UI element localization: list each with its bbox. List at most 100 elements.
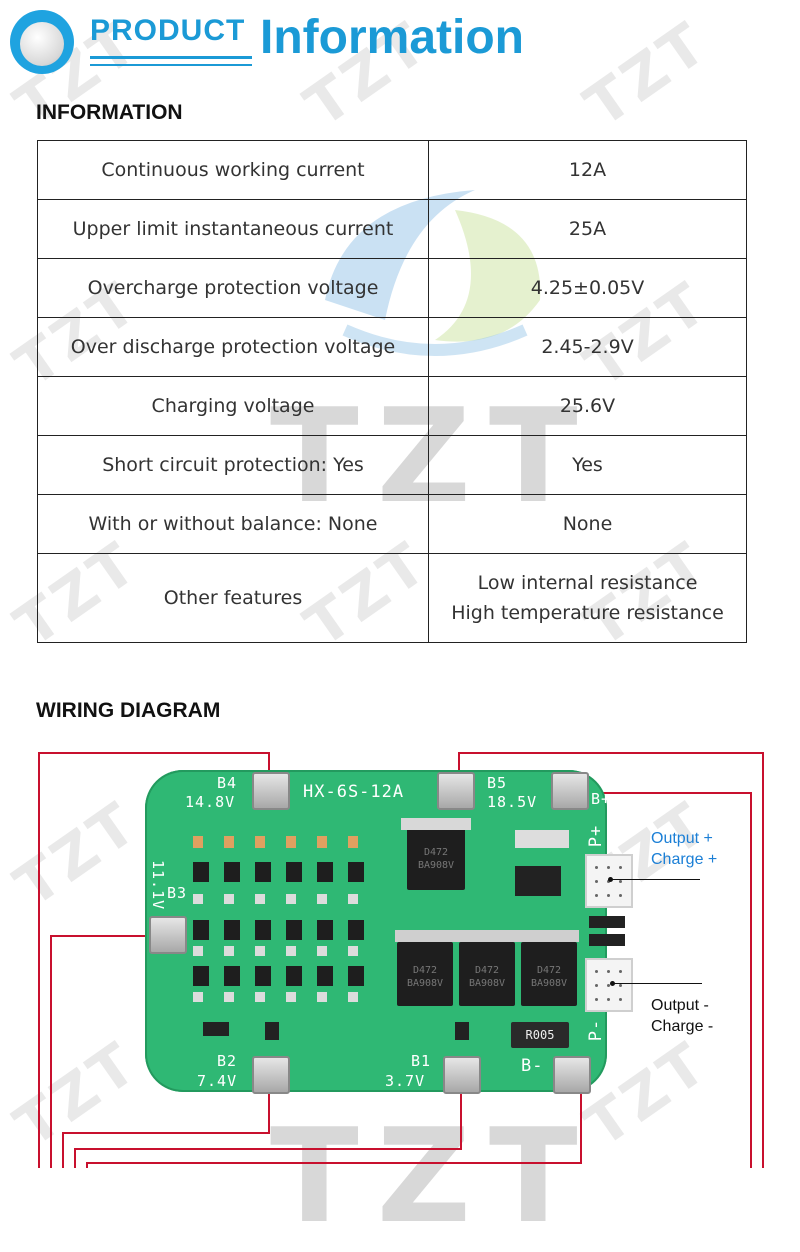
spec-label: Overcharge protection voltage <box>37 258 429 318</box>
wire-b-minus <box>580 1074 582 1164</box>
component-row <box>193 992 379 1002</box>
spec-value: Yes <box>428 435 747 495</box>
bms-pcb-board: HX-6S-12A B4 14.8V B5 18.5V B+ B3 11.1V … <box>145 770 633 1094</box>
table-row: Short circuit protection: Yes Yes <box>37 435 747 495</box>
charge-minus-line: Charge - <box>651 1018 714 1035</box>
tab-mosfet-row <box>395 930 579 942</box>
output-plus-label: Output + Charge + <box>651 828 717 870</box>
wire-b5 <box>458 752 460 786</box>
component-row <box>193 894 379 904</box>
table-row: Continuous working current 12A <box>37 140 747 200</box>
wire-b-plus <box>578 792 752 794</box>
mosfet-3: D472 BA908V <box>521 942 577 1006</box>
wire-b2 <box>268 1074 270 1134</box>
product-badge-word: PRODUCT <box>90 14 246 47</box>
component-row <box>193 862 379 882</box>
wire-b-plus <box>750 792 752 1168</box>
wire-b4 <box>38 752 40 1168</box>
ic-chip <box>515 866 561 896</box>
pad-b-minus <box>553 1056 591 1094</box>
output-plus-marker <box>608 877 613 882</box>
pad-b2 <box>252 1056 290 1094</box>
information-table: Continuous working current 12A Upper lim… <box>37 140 747 643</box>
feature-line: High temperature resistance <box>451 602 724 624</box>
mosfet-top: D472 BA908V <box>407 828 465 890</box>
wire-b-minus <box>86 1162 88 1168</box>
pad-b4-voltage: 14.8V <box>185 793 236 811</box>
spec-value: 12A <box>428 140 747 200</box>
pad-b2-label: B2 <box>217 1052 238 1070</box>
spec-label: Short circuit protection: Yes <box>37 435 429 495</box>
output-minus-leader <box>614 983 702 984</box>
pad-p-plus-label: P+ <box>586 824 607 848</box>
pad-b3-voltage: 11.1V <box>149 860 167 911</box>
table-row: Overcharge protection voltage 4.25±0.05V <box>37 258 747 318</box>
table-row: Upper limit instantaneous current 25A <box>37 199 747 259</box>
pad-b4 <box>252 772 290 810</box>
wire-b4 <box>268 752 270 786</box>
ic-chip <box>265 1022 279 1040</box>
ic-chip <box>455 1022 469 1040</box>
pad-b1 <box>443 1056 481 1094</box>
output-plus-line: Output + <box>651 830 713 847</box>
output-minus-label: Output - Charge - <box>651 995 713 1037</box>
wire-b3 <box>50 935 52 1168</box>
component-row <box>193 920 379 940</box>
wire-b4 <box>38 752 270 754</box>
pad-b2-voltage: 7.4V <box>197 1072 238 1090</box>
table-row: Charging voltage 25.6V <box>37 376 747 436</box>
information-section-title: INFORMATION <box>36 101 183 124</box>
pad-b5-label: B5 <box>487 774 508 792</box>
spec-value: Low internal resistance High temperature… <box>428 553 747 643</box>
spec-label: Charging voltage <box>37 376 429 436</box>
wiring-diagram: HX-6S-12A B4 14.8V B5 18.5V B+ B3 11.1V … <box>0 740 800 1168</box>
product-header: PRODUCT Information <box>10 8 610 80</box>
pad-b5-voltage: 18.5V <box>487 793 538 811</box>
pad-p-minus-label: P- <box>586 1018 607 1042</box>
spec-label: Over discharge protection voltage <box>37 317 429 377</box>
component-row <box>193 836 379 848</box>
header-title: Information <box>260 11 524 64</box>
wiring-section-title: WIRING DIAGRAM <box>36 699 221 722</box>
component-row <box>193 966 379 986</box>
capacitor <box>589 934 625 946</box>
spec-label: Continuous working current <box>37 140 429 200</box>
mosfet-1: D472 BA908V <box>397 942 453 1006</box>
ic-chip <box>203 1022 229 1036</box>
pad-b4-label: B4 <box>217 774 238 792</box>
pad-b-plus <box>551 772 589 810</box>
table-row: Over discharge protection voltage 2.45-2… <box>37 317 747 377</box>
output-plus-leader <box>612 879 700 880</box>
spec-value: 25A <box>428 199 747 259</box>
pad-b1-voltage: 3.7V <box>385 1072 426 1090</box>
spec-label: Other features <box>37 553 429 643</box>
spec-value: 25.6V <box>428 376 747 436</box>
spec-value: 4.25±0.05V <box>428 258 747 318</box>
pad-b-minus-label: B- <box>521 1056 544 1076</box>
wire-b5 <box>458 752 764 754</box>
feature-line: Low internal resistance <box>477 572 698 594</box>
charge-plus-line: Charge + <box>651 851 718 868</box>
badge-underline-secondary <box>90 64 252 66</box>
wire-b3 <box>50 935 164 937</box>
wire-b1 <box>460 1074 462 1150</box>
spec-value: None <box>428 494 747 554</box>
wire-b2 <box>62 1132 270 1134</box>
wire-b1 <box>74 1148 462 1150</box>
pad-b3 <box>149 916 187 954</box>
ic-chip <box>515 830 569 848</box>
pad-b3-label: B3 <box>167 884 188 902</box>
product-badge-icon <box>10 10 74 74</box>
capacitor <box>589 916 625 928</box>
tab-mosfet-top <box>401 818 471 830</box>
component-row <box>193 946 379 956</box>
mosfet-2: D472 BA908V <box>459 942 515 1006</box>
pad-b5 <box>437 772 475 810</box>
spec-value: 2.45-2.9V <box>428 317 747 377</box>
spec-label: With or without balance: None <box>37 494 429 554</box>
wire-b2 <box>62 1132 64 1168</box>
board-model-label: HX-6S-12A <box>303 782 405 802</box>
output-minus-connector <box>585 958 633 1012</box>
table-row: With or without balance: None None <box>37 494 747 554</box>
table-row: Other features Low internal resistance H… <box>37 553 747 643</box>
